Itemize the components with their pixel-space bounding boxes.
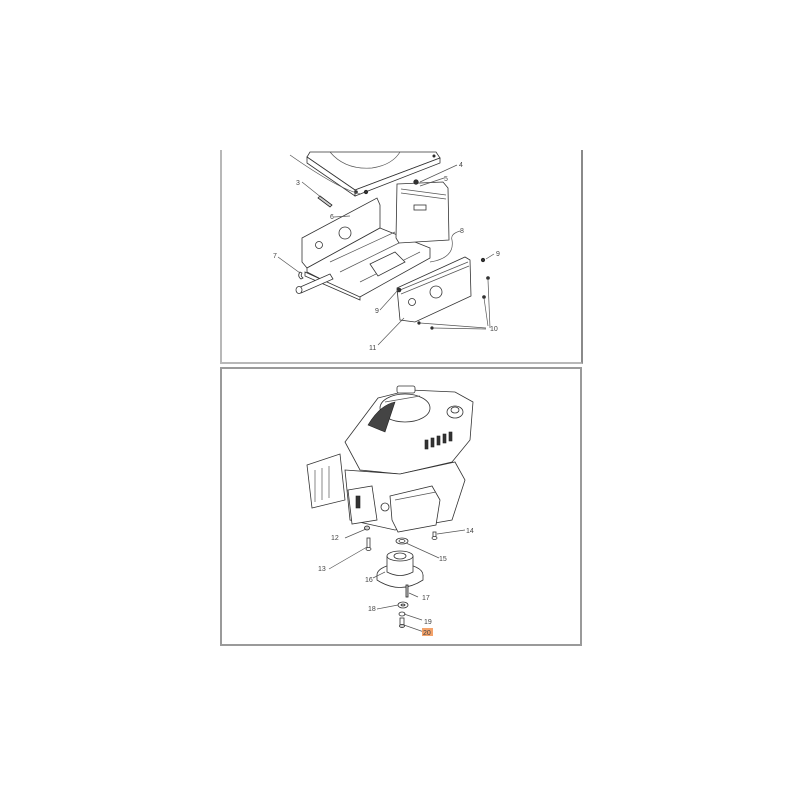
engine-leader-lines [328,528,466,633]
callout-9-left: 9 [375,308,379,315]
callout-10: 10 [490,326,498,333]
engine-drawing [306,385,474,628]
callout-8: 8 [460,228,464,235]
callout-3: 3 [296,180,300,187]
engine-callouts: 12 13 14 15 16 17 18 19 20 [318,528,474,637]
callout-6: 6 [330,214,334,221]
callout-13: 13 [318,566,326,573]
callout-5: 5 [444,176,448,183]
callout-17: 17 [422,595,430,602]
callout-18: 18 [368,606,376,613]
callout-16: 16 [365,577,373,584]
callout-12: 12 [331,535,339,542]
callout-7: 7 [273,253,277,260]
callout-11: 11 [369,345,376,352]
callout-15: 15 [439,556,447,563]
chassis-callouts: 3 4 5 6 7 8 9 9 10 11 [273,162,500,352]
chassis-leader-lines [277,154,495,346]
callout-19: 19 [424,619,432,626]
callout-20: 20 [423,630,431,637]
chassis-frame-drawing [295,151,490,330]
callout-9-right: 9 [496,251,500,258]
callout-20-highlight [422,628,433,636]
callout-14: 14 [466,528,474,535]
callout-4: 4 [459,162,463,169]
